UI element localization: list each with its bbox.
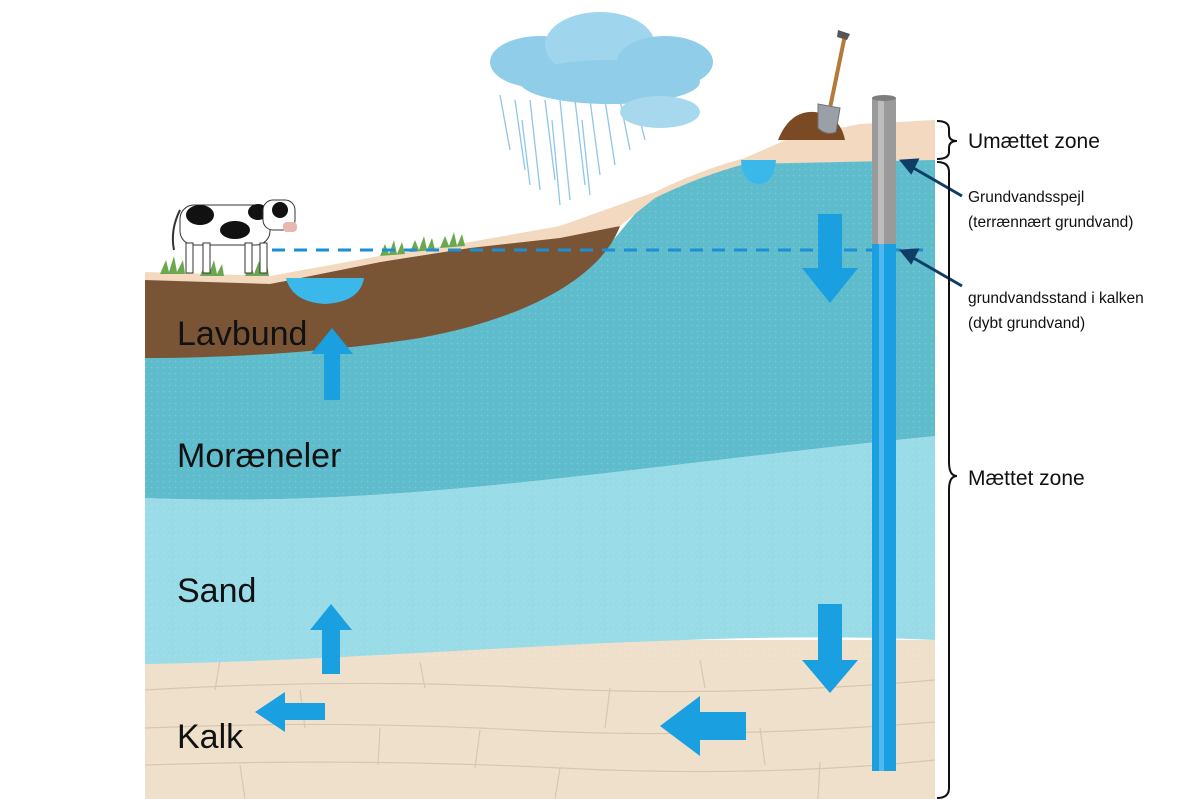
lavbund-layer (145, 226, 620, 358)
zone-label-unsaturated: Umættet zone (968, 130, 1100, 153)
layer-label-moraeneler: Moræneler (177, 437, 341, 475)
lowland-pond (286, 278, 364, 304)
layer-label-lavbund: Lavbund (177, 315, 307, 353)
arrow-left-kalk (255, 692, 325, 732)
annotation-arrows (898, 158, 963, 288)
arrow-up-sand (310, 604, 352, 674)
zone-braces (936, 120, 958, 799)
unsaturated-zone-brace (936, 120, 958, 160)
arrow-down-upper (802, 214, 858, 303)
arrow-left-lower (660, 696, 746, 756)
water-table-label: Grundvandsspejl (968, 189, 1084, 206)
zone-label-saturated: Mættet zone (968, 467, 1085, 490)
layer-label-kalk: Kalk (177, 718, 244, 756)
kalk-cracks (144, 659, 936, 799)
unsaturated-soil (145, 120, 935, 284)
flow-arrows (255, 214, 858, 756)
cow-icon (171, 199, 297, 274)
rain-cloud-icon (490, 12, 713, 206)
chalk-level-sublabel: (dybt grundvand) (968, 315, 1085, 332)
shovel-icon (778, 30, 850, 140)
arrow-up-lavbund (311, 328, 353, 400)
chalk-level-label: grundvandsstand i kalken (968, 290, 1144, 307)
arrow-down-lower (802, 604, 858, 693)
water-table-sublabel: (terrænnært grundvand) (968, 214, 1133, 231)
well-pipe-icon (872, 95, 896, 771)
saturated-zone-brace (936, 161, 958, 799)
layer-label-sand: Sand (177, 572, 256, 610)
hill-pond (741, 160, 776, 184)
